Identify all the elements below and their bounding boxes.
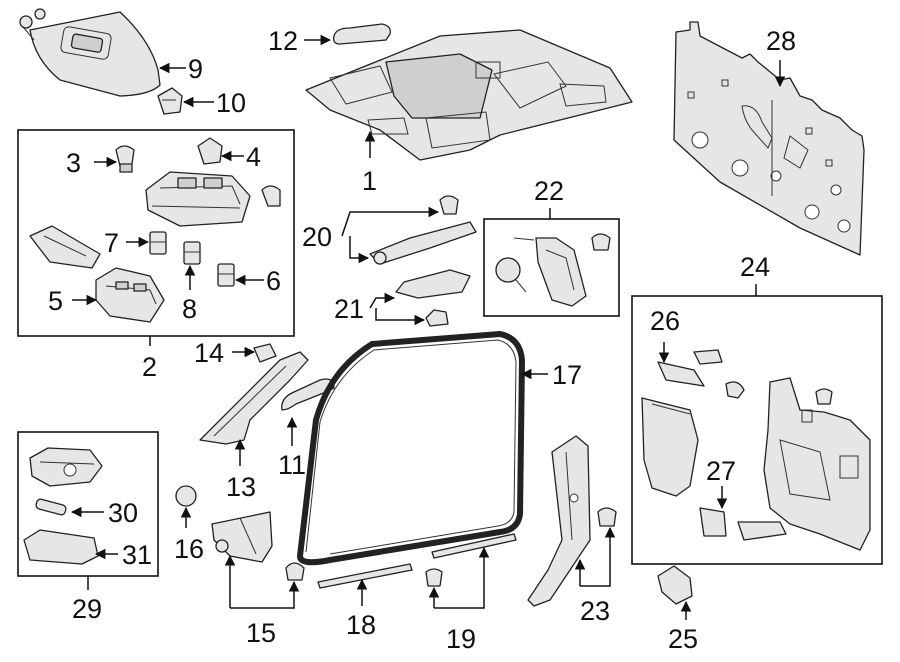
callout-18: 18 [346,610,376,640]
callout-21: 21 [334,294,364,324]
trim-part-21 [395,269,471,327]
callout-11: 11 [278,450,306,480]
lens-cover [29,225,101,269]
callout-10: 10 [216,88,246,118]
pillar-trim-part-13 [199,351,309,445]
callout-30: 30 [108,498,138,528]
small-bracket [261,185,281,207]
fastener-part-23 [597,507,617,527]
callout-2: 2 [142,352,157,382]
callout-6: 6 [266,266,281,296]
fastener-part-19 [425,568,443,587]
callout-12: 12 [268,26,298,56]
sill-part-18 [317,563,413,589]
clip-part-16 [175,485,197,507]
headliner-part-1 [305,29,633,161]
callout-labels: 9 10 12 1 28 3 4 7 8 6 5 2 20 21 22 24 1… [48,26,796,654]
cover-part-25 [657,565,693,605]
mirror-patch-part-22 [495,237,535,293]
visor-clip-part-10 [157,87,183,115]
callout-24: 24 [740,252,770,282]
callout-17: 17 [552,360,582,390]
callout-3: 3 [66,148,81,178]
callout-27: 27 [706,456,736,486]
trim-part-26 [657,361,705,387]
callout-20: 20 [302,222,332,252]
pillar-trim-part-23 [527,435,591,607]
callout-26: 26 [650,306,680,336]
hook-part-24 [737,521,787,541]
map-lamp-part-5 [95,267,165,323]
trim-part-20 [369,221,477,265]
fastener-part-22 [591,233,611,251]
callout-31: 31 [122,540,152,570]
callout-14: 14 [194,338,224,368]
sun-visor-part-9 [19,8,161,97]
fastener-part-15 [285,562,305,581]
lamp-housing-part-29 [29,447,103,487]
bulb-part-30 [35,498,67,516]
group-box-22 [483,218,620,317]
back-panel-part-28 [673,21,865,256]
clip-part-4 [197,137,223,165]
callout-13: 13 [226,472,256,502]
callout-8: 8 [182,294,197,324]
clip-part-27 [699,507,727,537]
pillar-trim-part-22 [535,237,587,307]
leader-lines [70,34,786,620]
console-housing [145,171,251,227]
clip-part-3 [115,145,135,173]
callout-15: 15 [246,618,276,648]
callout-25: 25 [668,624,698,654]
door-seal-part-17 [297,331,525,566]
clip-part-24a [693,349,723,365]
callout-22: 22 [534,176,564,206]
callout-1: 1 [362,166,377,196]
callout-7: 7 [104,228,119,258]
callout-19: 19 [446,624,476,654]
switch-part-6 [217,263,235,287]
handle-part-12 [332,23,391,45]
cap-part-14 [253,343,277,363]
sill-part-19 [431,533,517,559]
callout-4: 4 [246,142,261,172]
callout-9: 9 [188,54,203,84]
callout-16: 16 [174,534,204,564]
quarter-trim-part-24 [763,377,871,551]
trim-part-15 [211,511,273,563]
switch-part-7 [149,231,167,255]
switch-part-8 [183,241,201,265]
callout-28: 28 [766,26,796,56]
clip-part-24b [725,381,745,399]
callout-5: 5 [48,286,63,316]
lens-part-31 [23,529,99,565]
callout-23: 23 [580,596,610,626]
panel-part-24a [641,397,699,497]
callout-29: 29 [72,594,102,624]
fastener-part-24 [815,388,833,405]
group-box-2 [17,129,295,337]
clip-part-20 [439,195,459,215]
group-box-24 [631,295,883,565]
